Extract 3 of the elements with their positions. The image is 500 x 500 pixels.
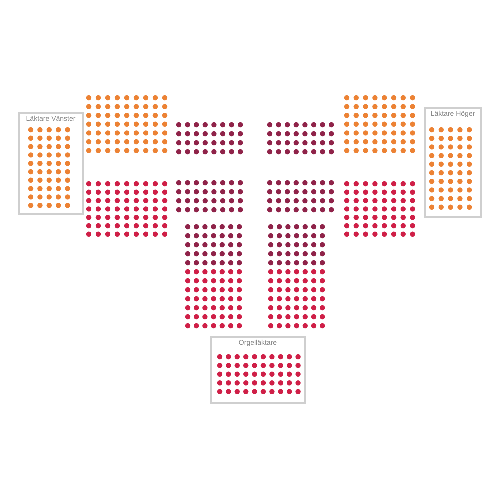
gallery-box xyxy=(424,107,482,218)
gallery-box xyxy=(18,112,84,215)
gallery-box xyxy=(210,336,306,404)
